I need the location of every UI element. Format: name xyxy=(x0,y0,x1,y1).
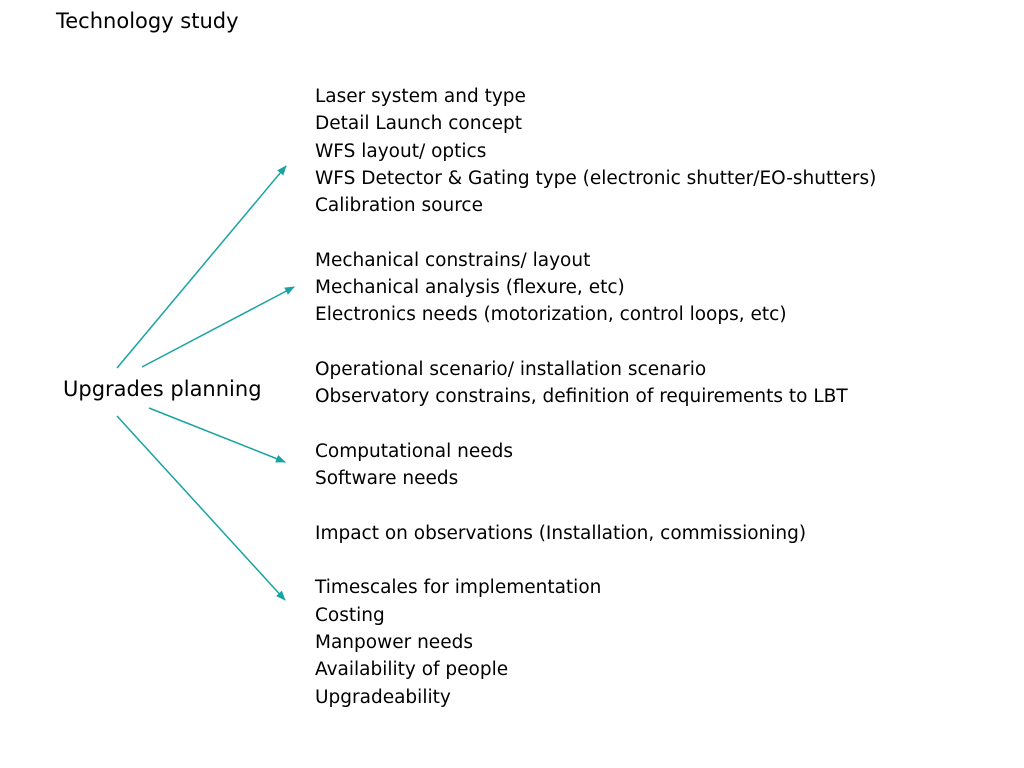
list-item: Mechanical analysis (flexure, etc) xyxy=(315,277,625,299)
slide-title: Technology study xyxy=(56,9,239,33)
topic-group-mechanical: Mechanical constrains/ layout Mechanical… xyxy=(315,247,876,329)
list-item: Impact on observations (Installation, co… xyxy=(315,522,807,544)
hub-label: Upgrades planning xyxy=(63,377,262,401)
topic-group-operational: Operational scenario/ installation scena… xyxy=(315,356,876,411)
list-item: Detail Launch concept xyxy=(315,113,523,135)
list-item: Software needs xyxy=(315,468,459,490)
list-item: Availability of people xyxy=(315,659,509,681)
list-item: Operational scenario/ installation scena… xyxy=(315,358,707,380)
list-item: Laser system and type xyxy=(315,86,526,107)
list-item: Computational needs xyxy=(315,440,513,462)
arrow-to-group-1 xyxy=(116,165,287,369)
topic-group-management: Timescales for implementation Costing Ma… xyxy=(315,574,876,710)
list-item: Calibration source xyxy=(315,195,483,217)
arrow-to-group-2 xyxy=(141,286,295,368)
list-item: Timescales for implementation xyxy=(315,577,602,599)
list-item: Costing xyxy=(315,604,385,626)
list-item: WFS layout/ optics xyxy=(315,140,487,162)
topic-group-impact: Impact on observations (Installation, co… xyxy=(315,520,876,547)
topic-group-computational: Computational needs Software needs xyxy=(315,438,876,493)
topic-group-laser: Laser system and type Detail Launch conc… xyxy=(315,83,876,219)
topic-list: Laser system and type Detail Launch conc… xyxy=(315,83,876,738)
arrow-to-group-4 xyxy=(148,407,286,463)
list-item: Mechanical constrains/ layout xyxy=(315,249,591,271)
list-item: Manpower needs xyxy=(315,631,473,653)
arrow-to-group-6 xyxy=(116,415,286,601)
list-item: Upgradeability xyxy=(315,686,451,708)
list-item: WFS Detector & Gating type (electronic s… xyxy=(315,167,877,189)
list-item: Observatory constrains, definition of re… xyxy=(315,386,848,408)
list-item: Electronics needs (motorization, control… xyxy=(315,304,787,326)
